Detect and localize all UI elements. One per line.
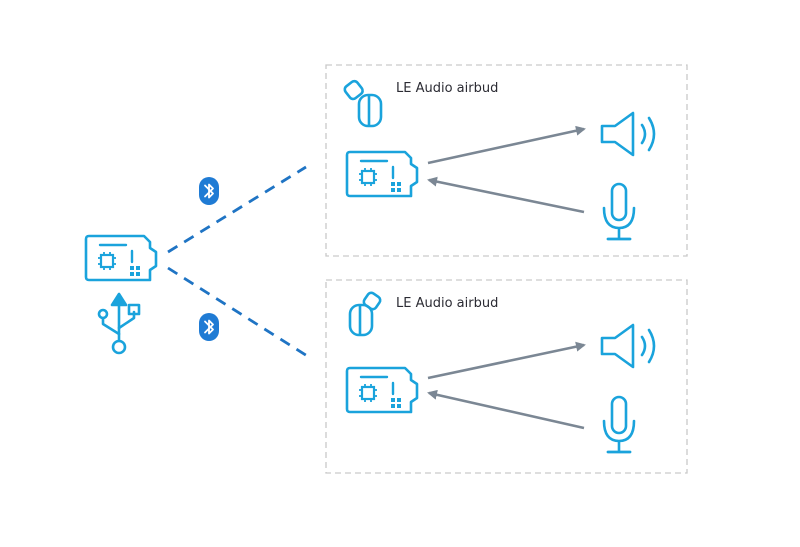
earbud-icon: [348, 291, 382, 337]
wireless-link-bottom: [167, 266, 313, 361]
speaker-icon: [600, 323, 656, 369]
dev-board-icon: [84, 234, 158, 282]
bluetooth-icon: [198, 312, 220, 342]
airbud-label: LE Audio airbud: [396, 296, 499, 311]
bluetooth-icon: [198, 176, 220, 206]
airbud-label: LE Audio airbud: [396, 81, 499, 96]
flow-board-to-speaker: [427, 341, 586, 380]
airbud-frame-bottom: [325, 279, 688, 474]
speaker-icon: [600, 111, 656, 157]
microphone-icon: [602, 395, 636, 454]
flow-microphone-to-board: [427, 176, 585, 214]
dev-board-icon: [345, 366, 419, 414]
microphone-icon: [602, 182, 636, 241]
earbud-icon: [343, 79, 383, 128]
flow-board-to-speaker: [427, 125, 586, 165]
airbud-frame-top: [325, 64, 688, 257]
dev-board-icon: [345, 150, 419, 198]
usb-icon: [97, 292, 141, 355]
flow-microphone-to-board: [427, 389, 585, 430]
wireless-link-top: [167, 165, 307, 254]
